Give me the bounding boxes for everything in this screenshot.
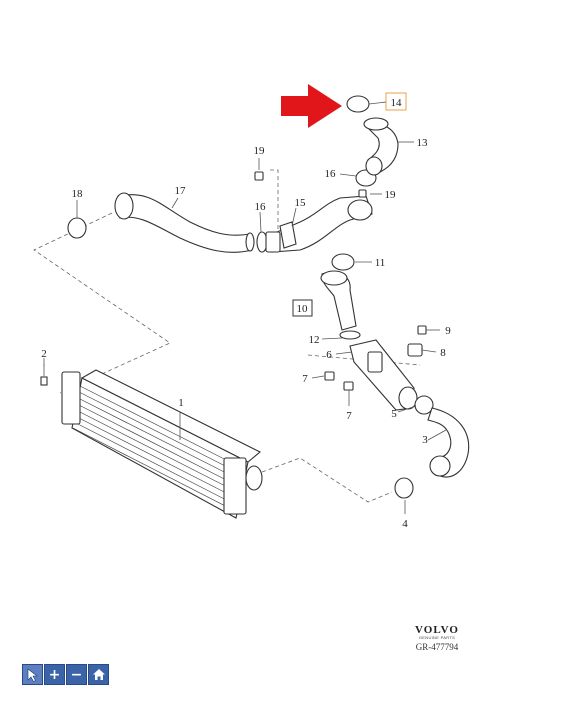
callout-2: 2 xyxy=(41,348,47,360)
highlight-arrow-icon xyxy=(281,84,342,128)
sensor-part-8[interactable] xyxy=(407,343,437,357)
intercooler[interactable] xyxy=(61,369,263,519)
zoom-out-button[interactable]: − xyxy=(66,664,87,685)
charge-air-pipe-part-10[interactable] xyxy=(320,270,357,331)
callout-11: 11 xyxy=(375,257,386,269)
callout-1: 1 xyxy=(178,397,184,409)
callout-10-box xyxy=(292,299,313,317)
zoom-in-button[interactable]: + xyxy=(44,664,65,685)
callout-3: 3 xyxy=(422,434,428,446)
volvo-logo: VOLVO xyxy=(415,624,459,636)
charge-air-hose-part-3[interactable] xyxy=(427,407,470,478)
intercooler-left-tank xyxy=(61,371,81,425)
callout-7-left: 7 xyxy=(302,373,308,385)
seal-part-12[interactable] xyxy=(339,330,361,340)
bolt-part-19-left[interactable] xyxy=(254,158,264,181)
callout-13: 13 xyxy=(417,137,429,149)
bolt-part-7-left[interactable] xyxy=(311,371,335,381)
callout-14: 14 xyxy=(391,97,403,109)
callout-5: 5 xyxy=(391,408,397,420)
callout-6: 6 xyxy=(326,349,332,361)
charge-air-pipe-part-15[interactable] xyxy=(265,195,373,253)
throttle-housing-part-6[interactable] xyxy=(349,339,418,411)
o-ring-part-18[interactable] xyxy=(67,217,87,239)
callout-18: 18 xyxy=(72,188,84,200)
callout-19-right: 19 xyxy=(385,189,397,201)
bolt-part-19-right[interactable] xyxy=(358,189,367,198)
charge-air-hose-part-13[interactable] xyxy=(363,117,399,176)
callout-17: 17 xyxy=(175,185,187,197)
callout-15: 15 xyxy=(295,197,307,209)
callout-7-lower: 7 xyxy=(346,410,352,422)
bolt-part-2[interactable] xyxy=(40,364,48,386)
intercooler-right-tank xyxy=(223,457,247,515)
plus-icon: + xyxy=(48,666,61,683)
callout-19-left: 19 xyxy=(254,145,266,157)
charge-air-hose-part-17[interactable] xyxy=(114,192,255,253)
callout-10: 10 xyxy=(297,303,309,315)
o-ring-part-4[interactable] xyxy=(394,477,414,499)
o-ring-part-11[interactable] xyxy=(331,253,355,271)
callout-8: 8 xyxy=(440,347,446,359)
brand-block: VOLVO GENUINE PARTS GR-477794 xyxy=(402,624,472,652)
intercooler-outlet-port xyxy=(245,465,263,491)
pointer-tool-button[interactable] xyxy=(22,664,43,685)
callout-16-upper: 16 xyxy=(325,168,337,180)
callout-leader-lines xyxy=(43,101,447,514)
intercooler-fins xyxy=(72,385,247,513)
screw-part-9[interactable] xyxy=(417,325,440,335)
callout-9: 9 xyxy=(445,325,451,337)
o-ring-part-14[interactable] xyxy=(346,95,370,113)
viewer-toolbar: + − xyxy=(22,664,109,685)
o-ring-part-5[interactable] xyxy=(414,395,434,415)
callout-14-highlight-box xyxy=(385,92,407,111)
callout-16-lower: 16 xyxy=(255,201,267,213)
callout-12: 12 xyxy=(309,334,320,346)
diagram-reference: GR-477794 xyxy=(415,642,459,652)
minus-icon: − xyxy=(70,666,83,683)
bolt-part-7-lower[interactable] xyxy=(343,381,354,406)
callout-4: 4 xyxy=(402,518,408,530)
home-icon xyxy=(92,669,105,680)
cursor-icon xyxy=(27,667,38,682)
volvo-logo-subtext: GENUINE PARTS xyxy=(418,635,456,640)
callout-labels: 1 2 3 4 5 6 7 7 8 9 10 11 12 13 14 15 16… xyxy=(41,97,451,530)
home-button[interactable] xyxy=(88,664,109,685)
